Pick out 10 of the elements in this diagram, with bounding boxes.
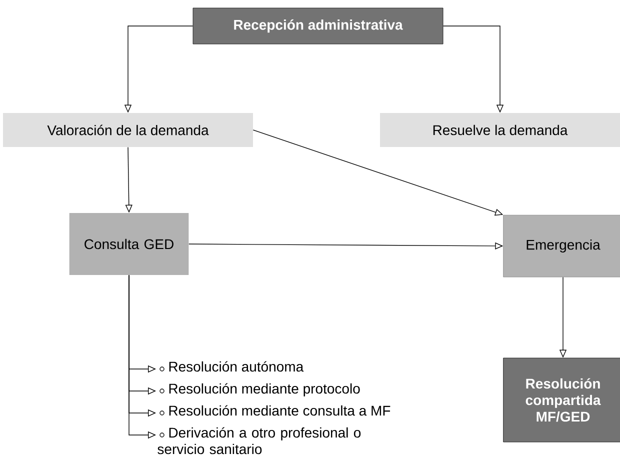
step-band: Resuelve la demanda (380, 113, 620, 147)
list-item: Resolución mediante protocolo (169, 383, 360, 396)
list-item: Resolución mediante consulta a MF (169, 405, 390, 416)
step-band: Valoración de la demanda (3, 113, 253, 147)
list-item: Derivación a otro profesional o servicio sanitario (158, 427, 361, 454)
result-box: Resolución compartida MF/GED (503, 358, 620, 442)
process-box: Emergencia (503, 214, 620, 278)
process-box: Consulta GED (69, 213, 189, 275)
header-box: Recepción administrativa (192, 8, 444, 44)
list-item: Resolución autónoma (169, 361, 304, 372)
